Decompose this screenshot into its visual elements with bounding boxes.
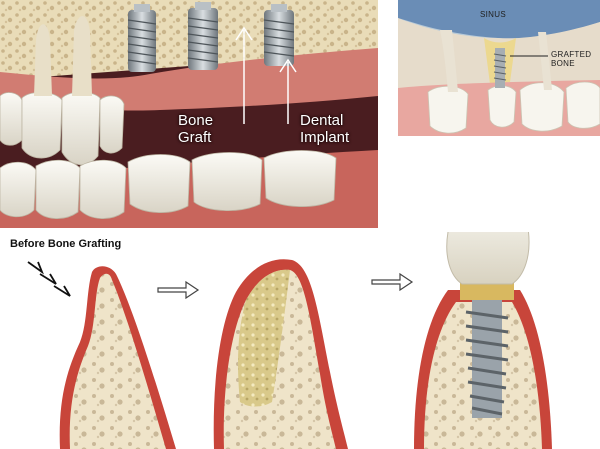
sequence-diagram: [27, 232, 552, 449]
bone-graft-label-line1: Bone: [178, 112, 214, 129]
implant-3: [263, 4, 295, 66]
bone-graft-label: Bone Graft: [178, 112, 213, 146]
sinus-illustration: SINUS GRAFTED BONE: [398, 0, 600, 136]
grafting-sequence: Before Bone Grafting: [0, 232, 600, 449]
upper-teeth: [0, 15, 125, 165]
main-illustration: Bone Graft Dental Implant: [0, 0, 378, 228]
sinus-teeth: [427, 30, 600, 134]
jaw-cross-section: [0, 0, 378, 228]
sinus-implant: [493, 48, 507, 88]
implant-screw: [465, 300, 509, 418]
grafted-bone-label-line2: BONE: [551, 59, 575, 68]
implant-arrowhead: [279, 58, 297, 73]
crown: [446, 232, 530, 285]
dental-implant-label: Dental Implant: [300, 112, 349, 146]
bone-graft-arrowhead: [235, 26, 253, 41]
grafted-bone-label: GRAFTED BONE: [551, 50, 591, 68]
sinus-diagram: [398, 0, 600, 136]
lower-teeth: [0, 150, 337, 219]
ridge-with-implant: [414, 232, 552, 449]
step-arrow-2: [371, 272, 414, 292]
dental-implant-label-line1: Dental: [300, 112, 344, 129]
abutment: [460, 280, 514, 300]
ridge-with-graft: [213, 259, 348, 449]
sinus-label: SINUS: [480, 10, 506, 19]
sinus-cavity: [398, 0, 600, 39]
pointer-arrows: [27, 261, 71, 297]
bone-graft-label-line2: Graft: [178, 129, 212, 146]
graft-material: [238, 269, 290, 407]
grafted-bone-label-line1: GRAFTED: [551, 50, 592, 59]
step-arrow-1: [157, 280, 200, 300]
implant-1: [127, 4, 157, 72]
ridge-before-grafting: [59, 266, 176, 449]
before-bone-grafting-title: Before Bone Grafting: [10, 238, 122, 250]
dental-implant-label-line2: Implant: [300, 129, 350, 146]
implant-2: [187, 2, 219, 70]
